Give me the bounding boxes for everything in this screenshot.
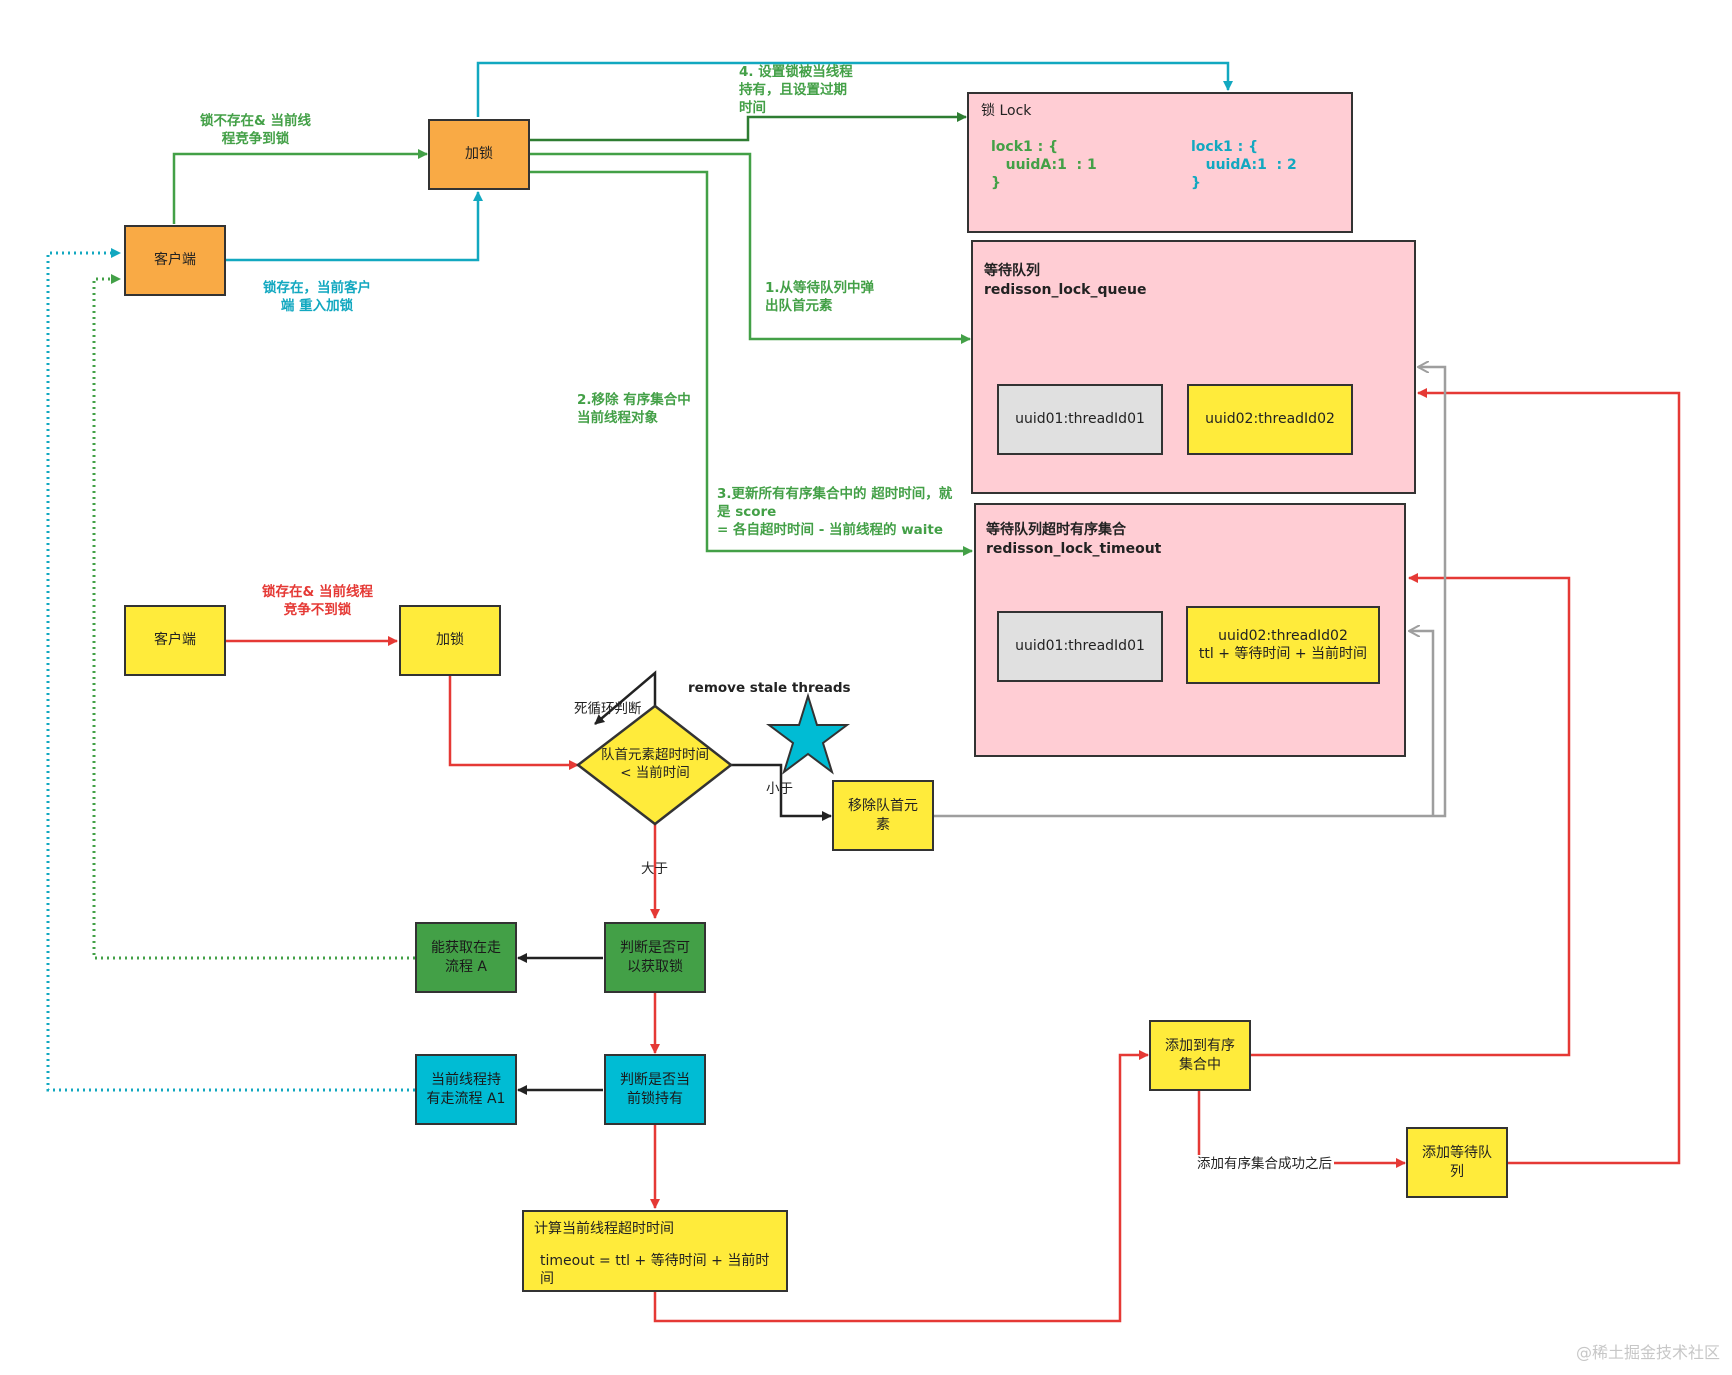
label-not-exist: 锁不存在& 当前线 程竞争到锁 (200, 113, 311, 148)
edge-lock-to-lockbox-top (476, 61, 1233, 117)
wait-queue-title: 等待队列 redisson_lock_queue (984, 263, 1147, 298)
label-remove-zset: 2.移除 有序集合中 当前线程对象 (577, 392, 691, 427)
remove-first-node: 移除队首元 素 (832, 780, 934, 851)
flow-a1-node: 当前线程持 有走流程 A1 (415, 1054, 517, 1125)
add-queue-node: 添加等待队 列 (1406, 1127, 1508, 1198)
edge-queue-to-queue-box (1417, 388, 1681, 1165)
lock-state-a: lock1 : { uuidA:1 : 1 } (991, 139, 1097, 192)
calc-timeout-title: 计算当前线程超时时间 (534, 1221, 674, 1237)
label-loop: 死循环判断 (574, 701, 642, 717)
timeout-zset-title: 等待队列超时有序集合 redisson_lock_timeout (986, 522, 1162, 557)
queue-item-1: uuid01:threadId01 (997, 384, 1163, 455)
edge-lock2-to-decision (448, 676, 579, 770)
edge-set-lock (530, 112, 967, 142)
label-remove-stale: remove stale threads (688, 680, 851, 696)
calc-timeout-node: 计算当前线程超时时间 timeout = ttl + 等待时间 + 当前时 间 (522, 1210, 788, 1292)
lock-state-b: lock1 : { uuidA:1 : 2 } (1191, 139, 1297, 192)
client-node-bottom: 客户端 (124, 605, 226, 676)
client-node-top: 客户端 (124, 225, 226, 296)
edge-update-score (530, 170, 973, 556)
label-set-lock: 4. 设置锁被当线程 持有，且设置过期 时间 (739, 64, 853, 117)
decision-diamond (575, 704, 734, 826)
label-greater: 大于 (641, 861, 668, 877)
edge-to-add-sorted-set (653, 1050, 1149, 1323)
zset-item-1: uuid01:threadId01 (997, 611, 1163, 682)
lock-node-bottom: 加锁 (399, 605, 501, 676)
flow-a-node: 能获取在走 流程 A (415, 922, 517, 993)
edge-remove-to-timeout-box (1409, 631, 1435, 816)
label-pop-queue: 1.从等待队列中弹 出队首元素 (765, 280, 875, 315)
edge-decision-less (731, 763, 832, 821)
edge-remove-to-queue-box (934, 367, 1447, 818)
label-reentrant: 锁存在，当前客户 端 重入加锁 (263, 280, 371, 315)
held-check-node: 判断是否当 前锁持有 (604, 1054, 706, 1125)
decision-label: 队首元素超时时间 < 当前时间 (601, 747, 709, 781)
label-after-add: 添加有序集合成功之后 (1195, 1155, 1334, 1174)
label-less: 小于 (766, 781, 793, 797)
lock-node-top: 加锁 (428, 119, 530, 190)
watermark: @稀土掘金技术社区 (1575, 1343, 1720, 1362)
edge-to-add-queue (1197, 1091, 1406, 1168)
edge-client-to-lock (172, 149, 428, 224)
edge-zset-to-timeout-box (1251, 573, 1571, 1057)
edge-client-reentrant (226, 191, 483, 262)
label-update-score: 3.更新所有有序集合中的 超时时间，就 是 score = 各自超时时间 - 当… (717, 486, 953, 539)
edge-dotted-a (92, 274, 415, 960)
edge-dotted-a1 (46, 248, 415, 1092)
wait-queue-box: 等待队列 redisson_lock_queue uuid01:threadId… (971, 240, 1416, 494)
calc-timeout-formula: timeout = ttl + 等待时间 + 当前时 间 (540, 1253, 770, 1288)
queue-item-2: uuid02:threadId02 (1187, 384, 1353, 455)
edge-loop (594, 670, 657, 725)
can-acquire-check-node: 判断是否可 以获取锁 (604, 922, 706, 993)
add-sorted-set-node: 添加到有序 集合中 (1149, 1020, 1251, 1091)
edge-pop-queue (530, 152, 971, 344)
star-icon (766, 692, 850, 775)
lock-box-title: 锁 Lock (981, 103, 1032, 119)
timeout-zset-box: 等待队列超时有序集合 redisson_lock_timeout uuid01:… (974, 503, 1406, 757)
zset-item-2: uuid02:threadId02 ttl + 等待时间 + 当前时间 (1186, 606, 1380, 684)
label-exists-fail: 锁存在& 当前线程 竞争不到锁 (262, 584, 373, 619)
lock-box: 锁 Lock lock1 : { uuidA:1 : 1 } lock1 : {… (967, 92, 1353, 233)
